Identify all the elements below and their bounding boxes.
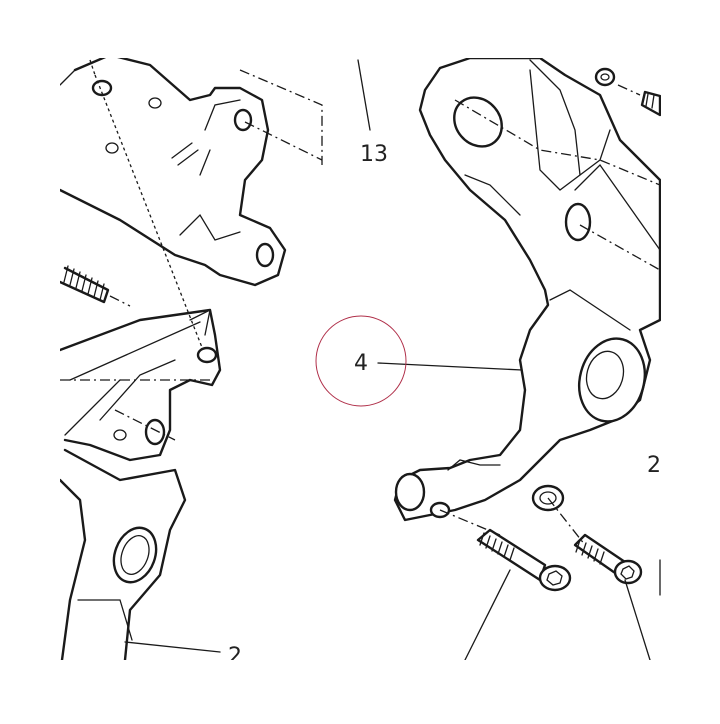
leader-bolt-right: [624, 579, 651, 661]
callout-13: 13: [360, 142, 388, 167]
lower-left-arm: [58, 448, 187, 662]
washer-top-right: [594, 67, 616, 87]
leader-13: [357, 59, 371, 131]
cap-screw-right: [573, 533, 643, 585]
leader-2-bottom: [124, 641, 221, 653]
callout-highlight-circle: [315, 315, 407, 407]
right-footpeg-bracket: [393, 56, 662, 522]
callout-2-right: 2: [647, 453, 661, 478]
leader-4: [377, 362, 523, 371]
threaded-stud: [58, 265, 131, 307]
leader-bolt-left: [464, 569, 511, 661]
mid-left-wedge-bracket: [58, 308, 222, 462]
bolt-top-right: [640, 90, 662, 117]
upper-left-bracket: [58, 53, 287, 287]
callout-4: 4: [354, 351, 368, 376]
cap-screw-left: [476, 528, 572, 592]
